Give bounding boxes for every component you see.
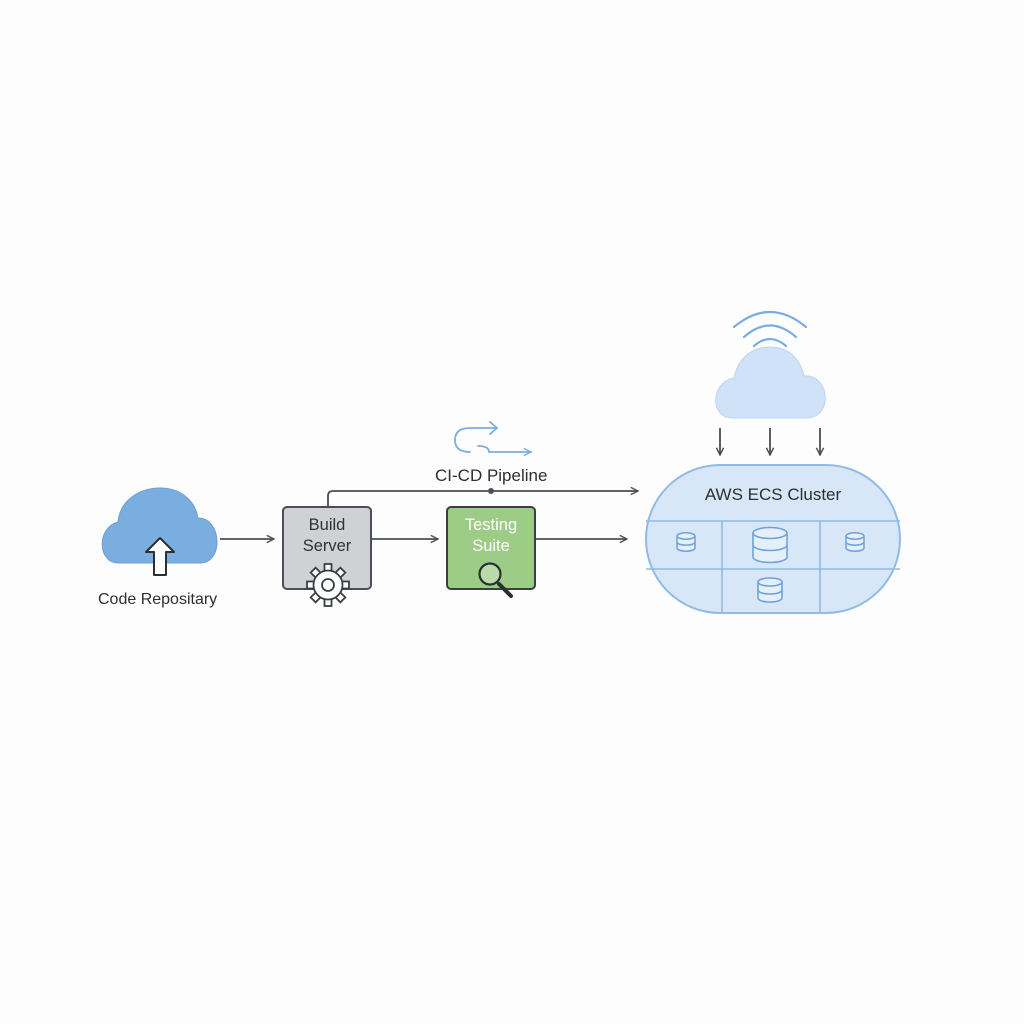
build-server-node <box>282 506 372 607</box>
code-repository-node <box>101 487 218 576</box>
cloud-upload-icon <box>101 487 218 564</box>
upload-arrow-icon <box>145 537 175 576</box>
code-repository-label: Code Repositary <box>98 591 218 608</box>
pipeline-junction-dot <box>488 488 494 494</box>
wifi-signal-icon <box>732 310 808 348</box>
testing-suite-label: Testing Suite <box>464 516 518 555</box>
pipeline-label: CI-CD Pipeline <box>435 466 548 485</box>
database-icon <box>676 532 696 552</box>
build-server-label: Build Server <box>302 516 352 555</box>
cloud-icon <box>715 346 826 419</box>
sync-arrows-icon <box>454 421 532 452</box>
pipeline-arrow <box>327 491 638 507</box>
ecs-cluster-label: AWS ECS Cluster <box>704 485 842 504</box>
gear-icon <box>306 563 350 607</box>
testing-suite-box <box>446 506 536 590</box>
cluster-grid <box>646 520 900 613</box>
testing-suite-node <box>446 506 536 598</box>
database-icon <box>845 532 865 552</box>
cloud-to-cluster-arrows <box>720 428 820 455</box>
database-icon <box>752 526 788 564</box>
cloud-wifi-node <box>715 310 826 419</box>
magnifier-icon <box>478 562 513 598</box>
database-icon <box>757 577 783 603</box>
ecs-cluster-node <box>645 464 901 614</box>
